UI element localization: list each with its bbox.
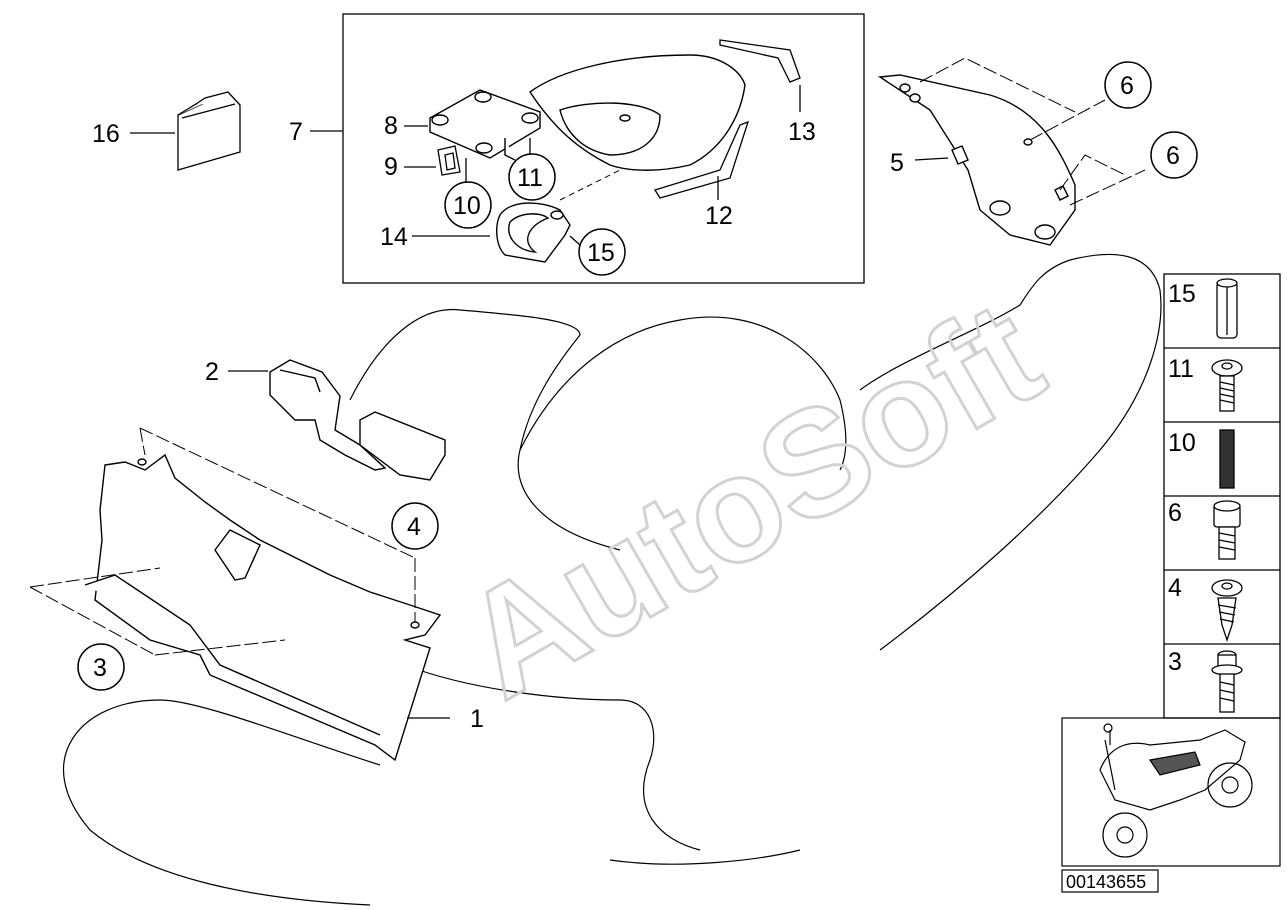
cover-part-2 <box>269 359 446 481</box>
callout-2: 2 <box>205 358 219 386</box>
callout-10: 10 <box>453 192 481 220</box>
callout-circle-6b <box>1150 131 1198 179</box>
callout-circle-4 <box>391 502 439 550</box>
callout-9: 9 <box>384 153 398 181</box>
callout-16: 16 <box>92 120 120 148</box>
side-panel <box>877 74 1076 246</box>
callout-6b: 6 <box>1166 142 1180 170</box>
threaded-rod-icon <box>1219 429 1235 489</box>
motorcycle-outline <box>62 253 1162 906</box>
trim-strip-13 <box>719 39 801 83</box>
subassembly-frame <box>342 13 865 284</box>
mounting-plate <box>429 89 541 161</box>
collar-bolt-icon <box>1211 650 1243 713</box>
callout-circle-3 <box>77 643 125 691</box>
callout-1: 1 <box>470 705 484 733</box>
legend-label-4: 4 <box>1168 574 1182 602</box>
socket-screw-icon <box>1213 500 1241 560</box>
callout-5: 5 <box>890 149 904 177</box>
trim-strip-12 <box>654 120 750 199</box>
callout-4: 4 <box>407 513 421 541</box>
legend-label-10: 10 <box>1168 429 1196 457</box>
callout-circle-10 <box>444 181 492 229</box>
callout-3: 3 <box>93 654 107 682</box>
seat-cowl <box>529 54 746 171</box>
callout-14: 14 <box>380 223 408 251</box>
legend-label-3: 3 <box>1168 648 1182 676</box>
callout-11: 11 <box>517 164 543 192</box>
callout-15: 15 <box>587 239 615 267</box>
fairing-leader-lines <box>29 427 416 656</box>
panel-leader-lines <box>919 57 1146 206</box>
roll-pin-icon <box>1216 278 1238 339</box>
motorcycle-location-thumbnail <box>1061 717 1281 867</box>
legend-label-11: 11 <box>1168 355 1194 383</box>
reference-number-box <box>1061 869 1159 893</box>
self-tapping-screw-icon <box>1211 579 1243 643</box>
reference-number: 00143655 <box>1066 872 1146 892</box>
callout-8: 8 <box>384 112 398 140</box>
spring-screw-icon <box>1211 359 1243 412</box>
callout-13: 13 <box>788 118 816 146</box>
seat-pad <box>496 202 571 263</box>
legend-label-6: 6 <box>1168 499 1182 527</box>
callout-circle-15 <box>578 228 626 276</box>
callout-12: 12 <box>705 202 733 230</box>
callout-circle-6a <box>1104 61 1152 109</box>
clip-part <box>437 145 461 176</box>
fastener-legend <box>1163 273 1281 719</box>
manual-booklet-icon <box>177 91 241 171</box>
callout-circle-11 <box>508 153 556 201</box>
fairing-part-1 <box>84 453 442 762</box>
callout-7: 7 <box>289 118 303 146</box>
callout-6a: 6 <box>1120 72 1134 100</box>
legend-label-15: 15 <box>1168 280 1196 308</box>
